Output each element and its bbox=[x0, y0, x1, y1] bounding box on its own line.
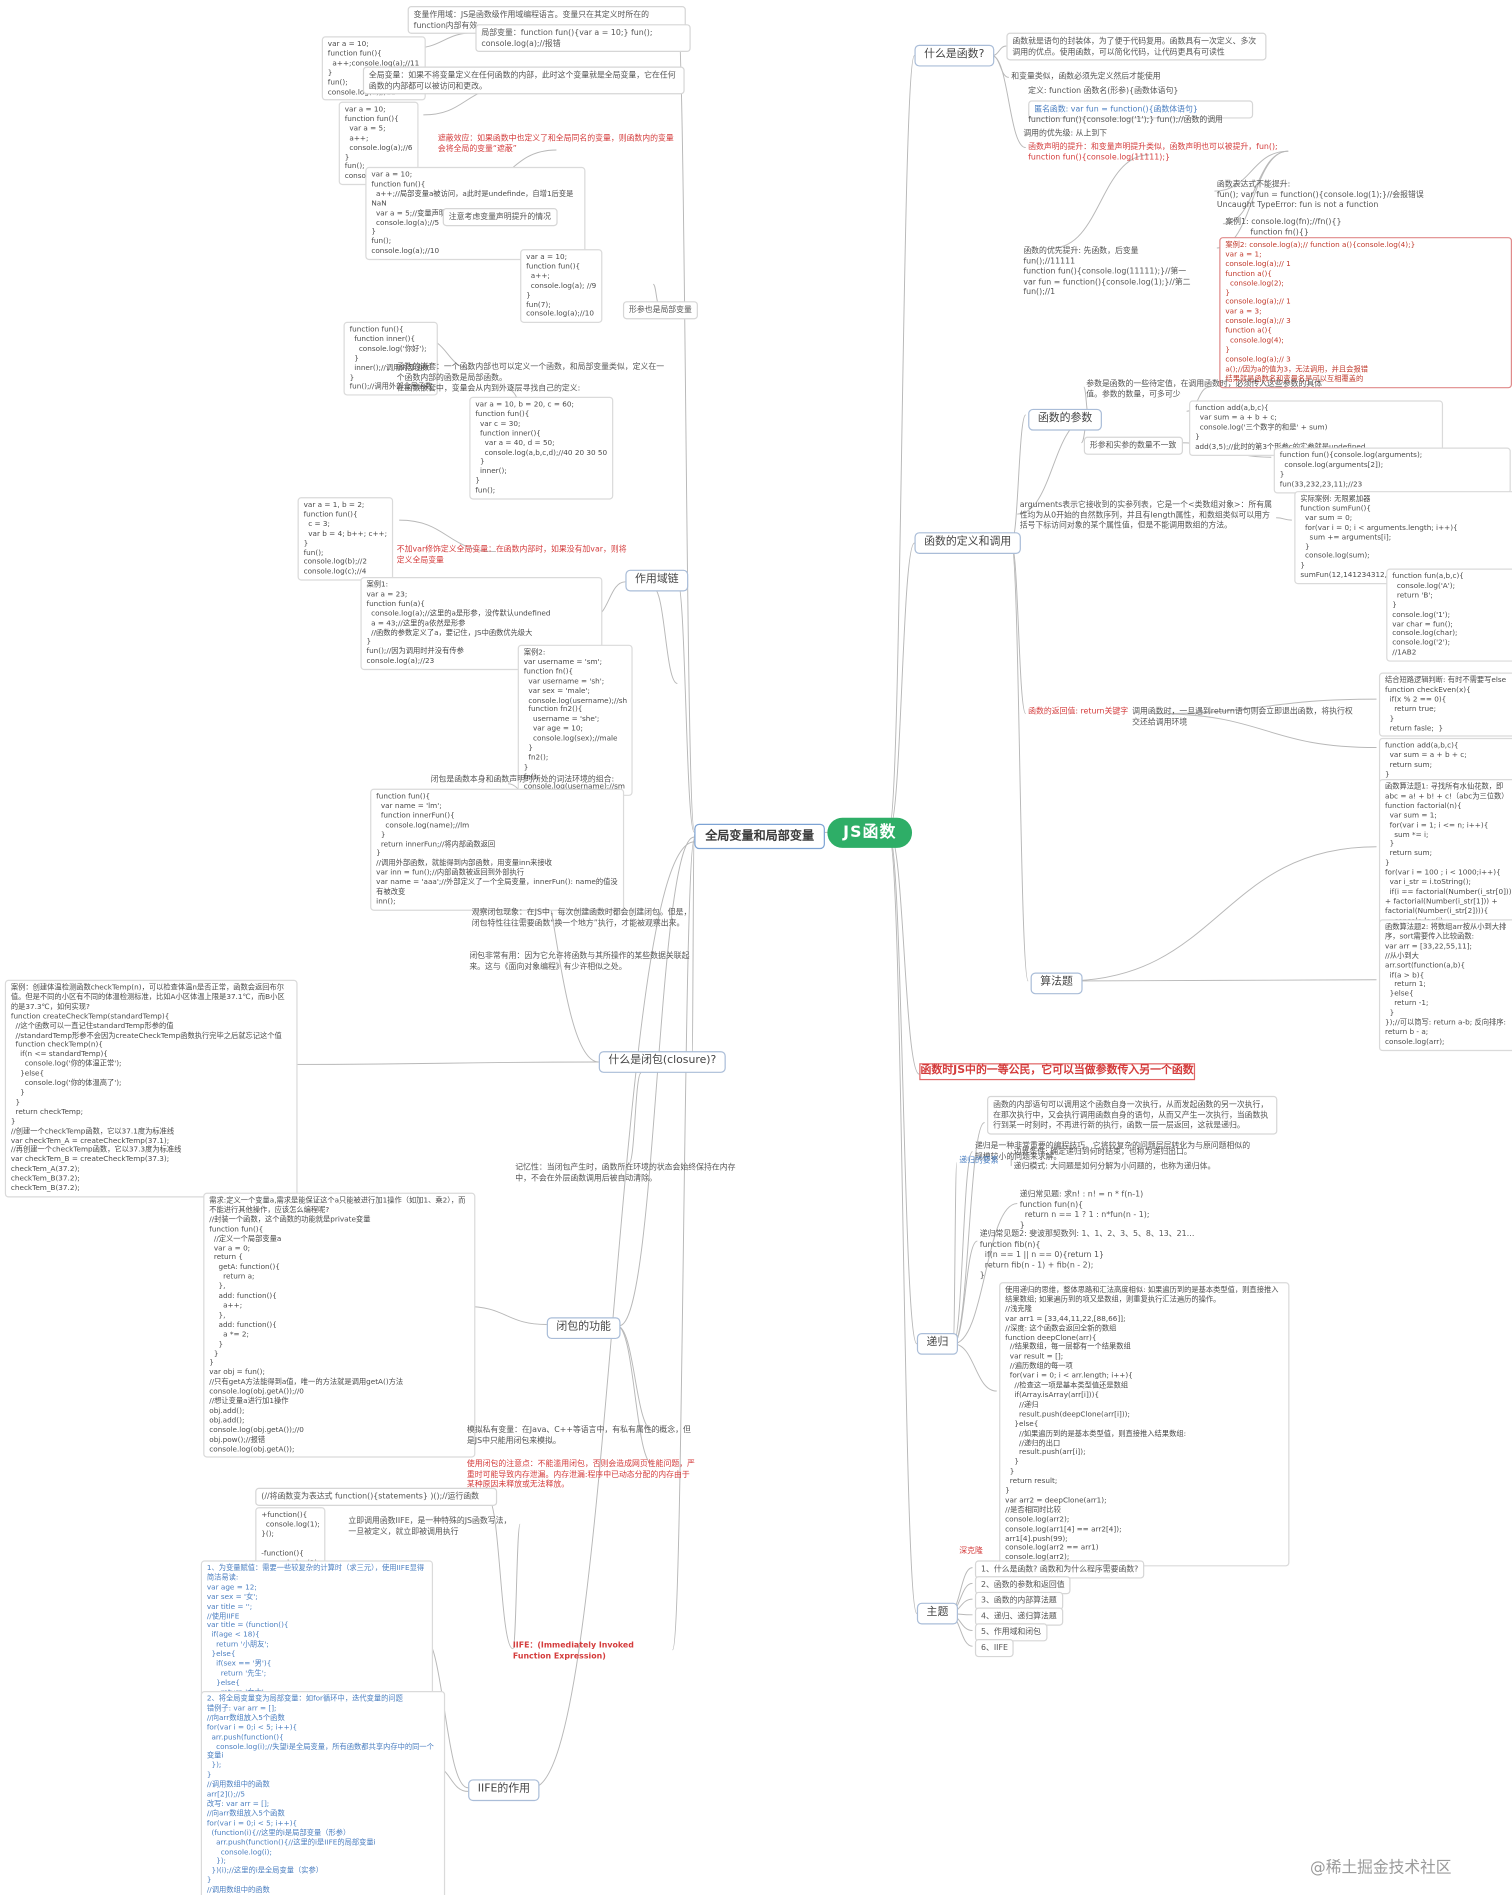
node-topic-2[interactable]: 2、函数的参数和返回值 bbox=[974, 1576, 1071, 1594]
node-code-hoist[interactable]: var a = 10; function fun(){ a++; console… bbox=[520, 249, 603, 324]
node-hoist-red[interactable]: 函数声明的提升：和变量声明提升类似，函数声明也可以被提升，fun(); func… bbox=[1028, 141, 1281, 162]
node-closure-func-branch[interactable]: 闭包的功能 bbox=[546, 1317, 621, 1339]
node-local-var[interactable]: 局部变量：function fun(){var a = 10;} fun(); … bbox=[475, 24, 691, 53]
node-code-fib[interactable]: 递归常见题2: 斐波那契数列: 1、1、2、3、5、8、13、21… funct… bbox=[979, 1228, 1195, 1281]
node-code-closure[interactable]: function fun(){ var name = 'lm'; functio… bbox=[370, 788, 625, 911]
node-recur-desc1[interactable]: 函数的内部语句可以调用这个函数自身一次执行，从而发起函数的另一次执行，在那次执行… bbox=[987, 1095, 1278, 1135]
node-iife-desc[interactable]: 立即调用函数IIFE，是一种特殊的JS函数写法，一旦被定义，就立即被调用执行 bbox=[348, 1515, 512, 1536]
watermark: @稀土掘金技术社区 bbox=[1309, 1859, 1452, 1878]
node-topic-6[interactable]: 6、IIFE bbox=[974, 1639, 1015, 1657]
node-recur-elem[interactable]: 递归的要素 bbox=[959, 1155, 999, 1165]
node-shadow-rule[interactable]: 遮蔽效应：如果函数中也定义了和全局同名的变量，则函数内的变量会将全局的变量“遮蔽… bbox=[437, 133, 674, 154]
node-nest-lookup[interactable]: 在函数嵌套中，变量会从内到外逐层寻找自己的定义: bbox=[396, 383, 581, 394]
node-global-var[interactable]: 全局变量：如果不将变量定义在任何函数的内部，此时这个变量就是全局变量，它在任何函… bbox=[362, 66, 685, 95]
node-closure-branch[interactable]: 什么是闭包(closure)? bbox=[598, 1051, 726, 1073]
node-code-algo2[interactable]: 函数算法题2: 将数组arr按从小到大排序，sort需要传入比较函数: var … bbox=[1378, 919, 1512, 1051]
node-code-nested[interactable]: function fun(){ function inner(){ consol… bbox=[343, 321, 439, 396]
node-topic-branch[interactable]: 主题 bbox=[916, 1602, 959, 1625]
node-code-clone[interactable]: 使用递归的思维，整体思路和汇法高度相似: 如果遍历到的是基本类型值，则直接推入结… bbox=[999, 1282, 1290, 1567]
node-case1-hoist[interactable]: 案例1: console.log(fn);//fn(){} function f… bbox=[1225, 216, 1342, 237]
node-iife-branch[interactable]: IIFE：(Immediately Invoked Function Expre… bbox=[512, 1640, 637, 1661]
node-defcall-branch[interactable]: 函数的定义和调用 bbox=[914, 532, 1021, 554]
node-code-iife2[interactable]: 2、将全局变量变为局部变量：如for循环中，迭代变量的问题 错例子: var a… bbox=[200, 1691, 446, 1895]
node-code-private[interactable]: 需求:定义一个变量a,需求是能保证这个a只能被进行加1操作（如加1、乘2），而不… bbox=[203, 1192, 476, 1459]
node-iife-use-branch[interactable]: IIFE的作用 bbox=[468, 1779, 540, 1801]
node-center[interactable]: JS函数 bbox=[827, 817, 913, 849]
node-code-temp[interactable]: 案例：创建体温检测函数checkTemp(n)，可以检查体温n是否正常，函数会返… bbox=[4, 979, 298, 1198]
node-hoist-note[interactable]: 注意考虑变量声明提升的情况 bbox=[442, 208, 558, 226]
node-recur-mode[interactable]: 递归模式: 大问题是如何分解为小问题的，也称为递归体。 bbox=[1013, 1161, 1216, 1171]
node-algo-branch[interactable]: 算法题 bbox=[1030, 972, 1083, 995]
node-recur-desc2[interactable]: 递归是一种非常重要的编程技巧，它将较复杂的问题层层转化为与原问题相似的规模较小的… bbox=[974, 1140, 1251, 1161]
node-def-syntax[interactable]: 定义: function 函数名(形参){函数体语句} bbox=[1028, 85, 1179, 96]
node-code-args[interactable]: function fun(){console.log(arguments); c… bbox=[1273, 447, 1511, 494]
node-recur-branch[interactable]: 递归 bbox=[916, 1332, 959, 1355]
node-expr-nohoist[interactable]: 函数表达式不能提升: fun(); var fun = function(){c… bbox=[1216, 179, 1424, 210]
node-private-sim[interactable]: 模拟私有变量：在Java、C++等语言中，有私有属性的概念，但是JS中只能用闭包… bbox=[466, 1424, 691, 1445]
node-what-desc[interactable]: 函数就是语句的封装体，为了便于代码复用。函数具有一次定义、多次调用的优点。使用函… bbox=[1006, 32, 1267, 61]
node-main-left[interactable]: 全局变量和局部变量 bbox=[694, 823, 825, 850]
node-first-class[interactable]: 函数时JS中的一等公民，它可以当做参数传入另一个函数 bbox=[919, 1063, 1195, 1081]
node-novar-rule[interactable]: 不加var修饰定义全局变量：在函数内部时，如果没有加var，则将定义全局变量 bbox=[396, 544, 627, 565]
node-code-case2[interactable]: 案例2: var username = 'sm'; function fn(){… bbox=[517, 644, 634, 796]
node-what-branch[interactable]: 什么是函数? bbox=[914, 44, 995, 67]
node-deep-clone[interactable]: 深克隆 bbox=[959, 1545, 983, 1556]
node-args-desc[interactable]: arguments表示它接收到的实参列表，它是一个<类数组对象>：所有属性均为从… bbox=[1019, 499, 1272, 530]
node-scope-chain[interactable]: 作用域链 bbox=[625, 569, 689, 592]
node-memory[interactable]: 记忆性：当闭包产生时，函数所在环境的状态会始终保持在内存中，不会在外层函数调用后… bbox=[515, 1162, 736, 1183]
node-closure-def[interactable]: 闭包是函数本身和函数声明时所处的词法环境的组合: bbox=[430, 774, 615, 784]
node-closure-observe[interactable]: 观察闭包现象：在JS中，每次创建函数时都会创建闭包。但是，闭包特性往往需要函数“… bbox=[471, 907, 692, 928]
node-param-branch[interactable]: 函数的参数 bbox=[1028, 408, 1102, 431]
node-closure-warn[interactable]: 使用闭包的注意点：不能滥用闭包，否则会造成网页性能问题，严重时可能导致内存泄漏。… bbox=[466, 1458, 695, 1490]
node-anon-func[interactable]: 匿名函数: var fun = function(){函数体语句} bbox=[1028, 100, 1254, 119]
node-mismatch[interactable]: 形参和实参的数量不一致 bbox=[1083, 436, 1183, 455]
node-closure-useful[interactable]: 闭包非常有用：因为它允许将函数与其所操作的某些数据关联起来。这与《面向对象编程》… bbox=[469, 950, 690, 971]
node-code-novar[interactable]: var a = 1, b = 2; function fun(){ c = 3;… bbox=[297, 497, 394, 581]
node-call-demo[interactable]: function fun(){console.log('1');} fun();… bbox=[1028, 114, 1223, 125]
node-formal-param[interactable]: 形参也是局部变量 bbox=[622, 301, 698, 319]
node-code-even[interactable]: 结合短路逻辑判断: 有时不需要写else function checkEven(… bbox=[1378, 672, 1512, 738]
node-code-add[interactable]: function add(a,b,c){ var sum = a + b + c… bbox=[1189, 400, 1444, 456]
node-code-fact[interactable]: 递归常见题: 求n! : n! = n * f(n-1) function fu… bbox=[1019, 1189, 1150, 1230]
node-param-desc[interactable]: 参数是函数的一些待定值，在调用函数时，必须传入这些参数的具体值。参数的数量，可多… bbox=[1086, 378, 1323, 399]
node-code-order[interactable]: function fun(a,b,c){ console.log('A'); r… bbox=[1386, 568, 1512, 662]
node-code-lookup[interactable]: var a = 10, b = 20, c = 60; function fun… bbox=[469, 396, 614, 500]
node-call-order[interactable]: 调用的优先级: 从上到下 bbox=[1023, 128, 1108, 138]
node-case2-hoist[interactable]: 案例2: console.log(a);// function a(){cons… bbox=[1219, 237, 1512, 388]
node-recur-cond[interactable]: 边界条件: 确定递归到何时结束，也称为递归出口。 bbox=[1013, 1146, 1192, 1157]
node-def-first[interactable]: 和变量类似，函数必须先定义然后才能使用 bbox=[1011, 71, 1161, 82]
node-nest-desc[interactable]: 函数的嵌套：一个函数内部也可以定义一个函数，和局部变量类似，定义在一个函数内部的… bbox=[396, 361, 665, 382]
node-iife-expr[interactable]: (//将函数变为表达式 function(){statements} )();/… bbox=[255, 1487, 498, 1506]
node-priority[interactable]: 函数的优先提升: 先函数，后变量 fun();//11111 function … bbox=[1023, 245, 1191, 297]
node-return-label[interactable]: 函数的返回值: return关键字 bbox=[1028, 706, 1129, 717]
node-return-desc[interactable]: 调用函数时，一旦遇到return语句则会立即退出函数，将执行权交还给调用环境 bbox=[1132, 706, 1353, 727]
